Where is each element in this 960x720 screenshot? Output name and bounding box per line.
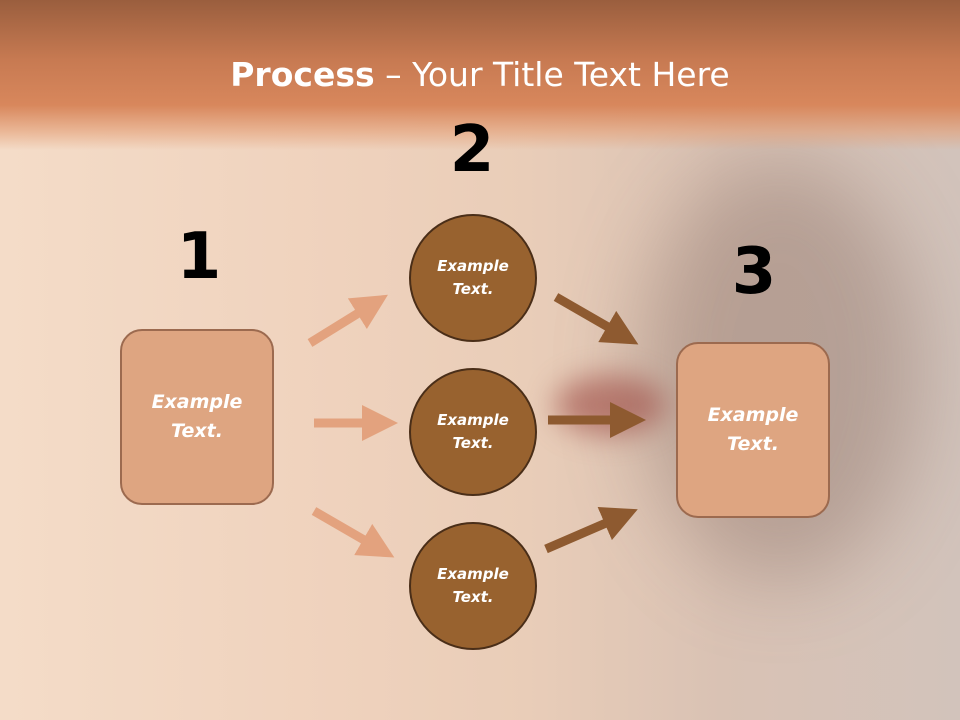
circle-top-line2: Text. xyxy=(452,280,494,298)
title-dash: – xyxy=(374,55,413,94)
arrow-left-to-top xyxy=(307,294,388,347)
title-band xyxy=(0,0,960,150)
circle-bottom-line2: Text. xyxy=(452,588,494,606)
slide-title: Process – Your Title Text Here xyxy=(0,55,960,94)
step-number-3: 3 xyxy=(731,235,777,309)
right-box-line2: Text. xyxy=(727,433,779,455)
circle-middle-line2: Text. xyxy=(452,434,494,452)
circle-bottom-line1: Example xyxy=(437,565,509,583)
arrow-top-to-right xyxy=(553,293,639,345)
step-number-1: 1 xyxy=(176,220,222,294)
title-bold: Process xyxy=(230,55,375,94)
arrow-bottom-to-right xyxy=(544,507,638,554)
title-rest: Your Title Text Here xyxy=(412,55,730,94)
left-box-line2: Text. xyxy=(171,420,223,442)
arrow-left-to-bottom xyxy=(311,507,395,558)
left-box-line1: Example xyxy=(151,391,243,413)
right-box-line1: Example xyxy=(707,404,799,426)
circle-top-line1: Example xyxy=(437,257,509,275)
circle-middle-line1: Example xyxy=(437,411,509,429)
step-number-2: 2 xyxy=(449,113,495,187)
